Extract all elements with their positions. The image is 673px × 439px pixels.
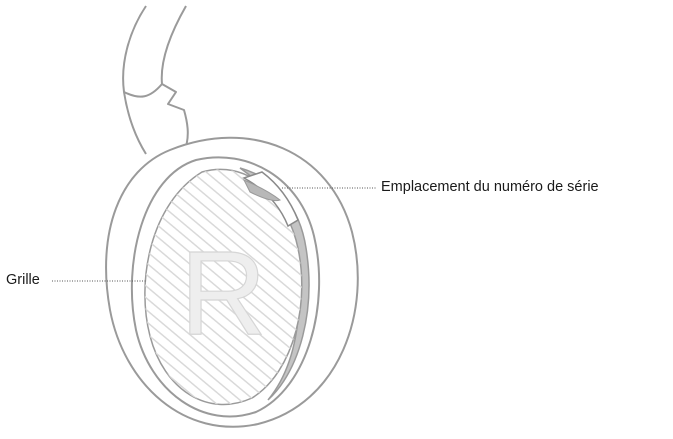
headband-outer-edge (122, 5, 147, 155)
grille-label: Grille (6, 272, 40, 288)
headband-inner-edge (160, 5, 189, 153)
headband-slider-joint (123, 83, 163, 98)
serial-location-label: Emplacement du numéro de série (381, 179, 599, 195)
headband (122, 5, 189, 155)
grille-letter-r: R (180, 226, 267, 360)
